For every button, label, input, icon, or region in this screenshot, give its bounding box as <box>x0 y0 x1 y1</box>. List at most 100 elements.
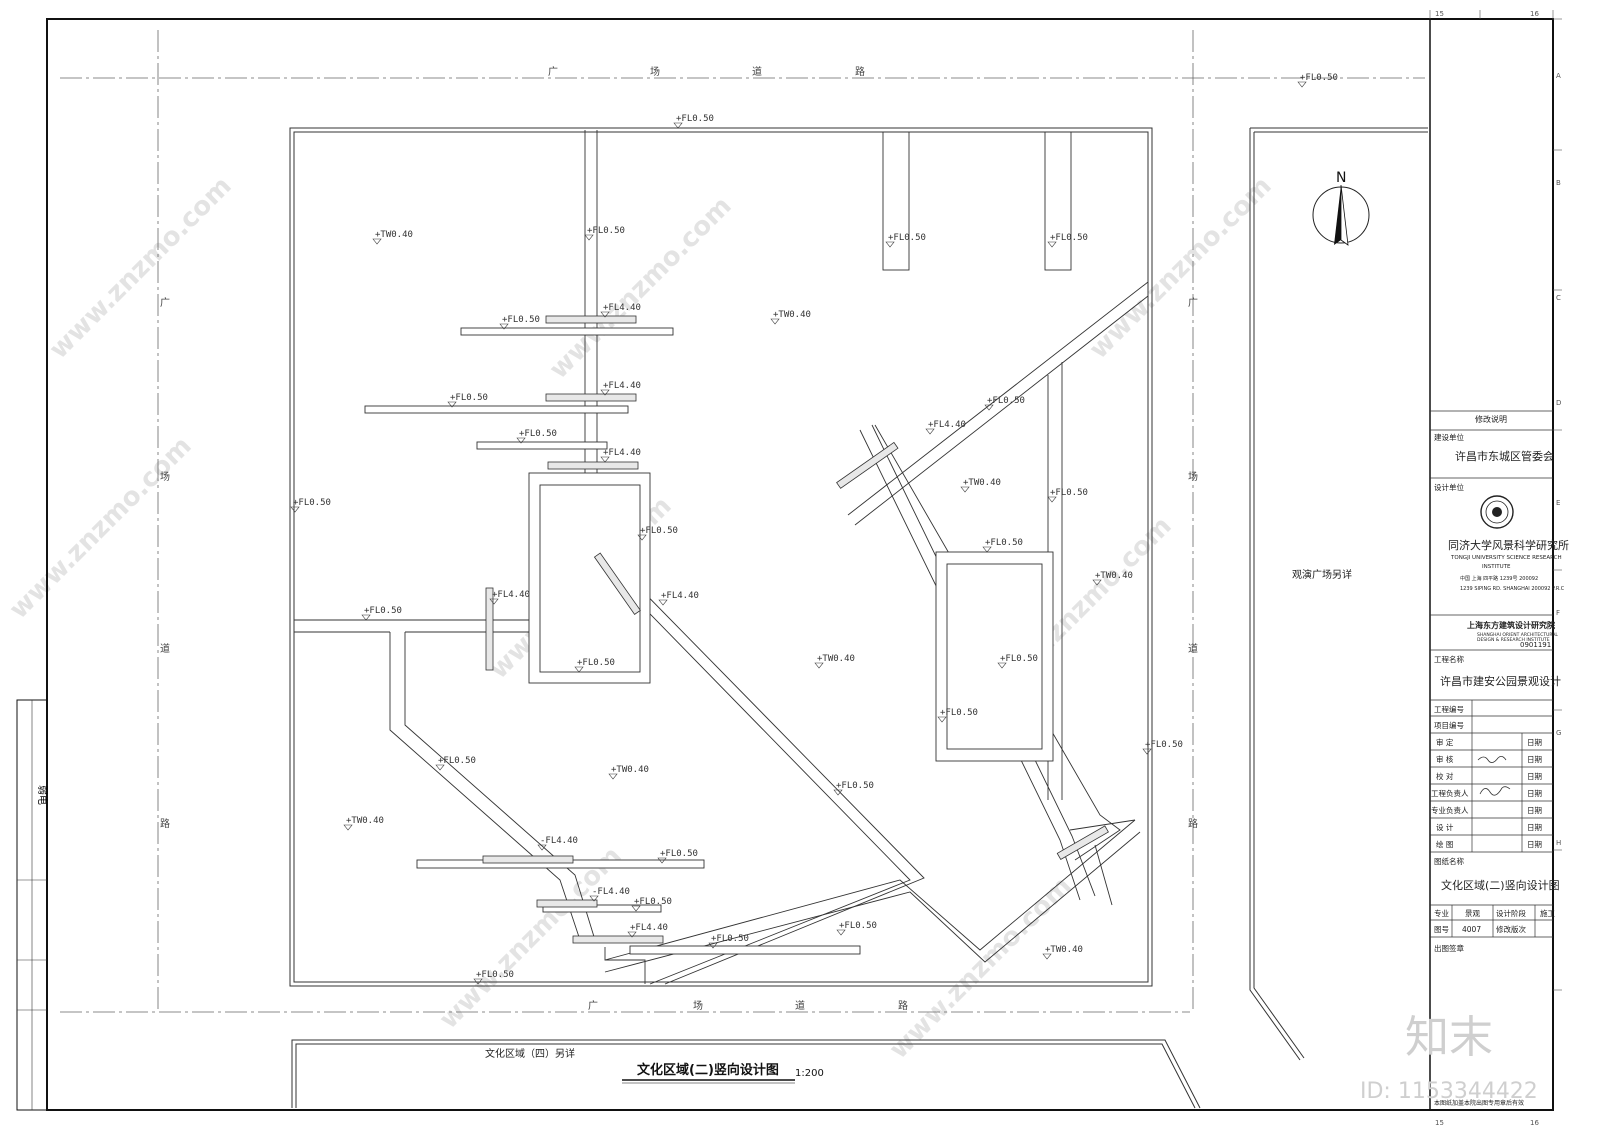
institute-en2: INSTITUTE <box>1482 564 1511 570</box>
watermark-id: ID: 1153344422 <box>1360 1079 1538 1104</box>
elevation-label: +FL4.40 <box>661 591 699 601</box>
item-no-label: 项目编号 <box>1434 720 1464 730</box>
signoff-label: 审 定 <box>1436 737 1454 747</box>
elevation-label: +TW0.40 <box>817 654 855 664</box>
sheet-label: 图号 <box>1434 925 1449 934</box>
date-label: 日期 <box>1527 755 1542 764</box>
watermark-site: www.znzmo.com <box>884 871 1078 1065</box>
watermark-site: www.znzmo.com <box>4 431 198 625</box>
sheet-frames <box>16 18 1554 1111</box>
road-label: 道 <box>795 999 805 1012</box>
elevation-marker <box>637 534 647 541</box>
elevation-label: +FL0.50 <box>293 498 331 508</box>
elevation-marker <box>1297 81 1307 88</box>
plaza-boundary <box>289 127 1153 987</box>
designer-label: 设计单位 <box>1434 482 1464 492</box>
grid-letter: H <box>1556 839 1561 847</box>
elevation-label: +FL0.50 <box>519 429 557 439</box>
drawing-title-block: 文化区域(二)竖向设计图 1:200 <box>622 1062 824 1084</box>
road-label: 场 <box>650 65 660 78</box>
discipline-label: 专业 <box>1434 908 1450 918</box>
elevation-marker <box>658 599 668 606</box>
date-label: 日期 <box>1527 823 1542 832</box>
elevation-label: +TW0.40 <box>773 310 811 320</box>
elevation-marker <box>473 978 483 985</box>
drawing-scale: 1:200 <box>795 1068 824 1079</box>
road-centerlines <box>60 30 1425 1013</box>
elevation-marker <box>608 773 618 780</box>
signoff-label: 设 计 <box>1436 822 1454 832</box>
elevation-label: +FL4.40 <box>492 590 530 600</box>
road-label: 道 <box>160 642 170 655</box>
grid-letter: B <box>1556 179 1561 187</box>
institute-name: 同济大学风景科学研究所 <box>1448 538 1569 552</box>
elevation-label: -FL4.40 <box>540 836 578 846</box>
elevation-label: +FL0.50 <box>836 781 874 791</box>
date-label: 日期 <box>1527 840 1542 849</box>
elevation-label: +FL0.50 <box>577 658 615 668</box>
road-label: 广 <box>160 297 170 309</box>
elevation-label: +TW0.40 <box>1045 945 1083 955</box>
grid-ticks <box>1429 10 1562 991</box>
elevation-label: +TW0.40 <box>963 478 1001 488</box>
drawing-title: 文化区域(二)竖向设计图 <box>637 1062 779 1078</box>
road-label: 道 <box>752 65 762 78</box>
elevation-marker <box>574 666 584 673</box>
discipline-value: 景观 <box>1465 909 1481 918</box>
elevation-marker <box>435 764 445 771</box>
elevation-label: +TW0.40 <box>611 765 649 775</box>
elevation-label: +FL4.40 <box>603 303 641 313</box>
signoff-label: 审 核 <box>1436 754 1454 764</box>
elevation-marker <box>343 824 353 831</box>
elevation-marker <box>960 486 970 493</box>
client-label: 建设单位 <box>1434 432 1464 442</box>
elevation-label: -FL4.40 <box>592 887 630 897</box>
title-block-frame <box>1429 18 1554 1111</box>
elevation-marker <box>627 931 637 938</box>
platforms <box>364 327 1054 955</box>
elevation-marker <box>631 905 641 912</box>
grid-number: 16 <box>1530 1119 1539 1127</box>
stair-pieces <box>482 315 1109 944</box>
institute-addr1: 中国 上海 四平路 1239号 200092 <box>1460 575 1538 582</box>
elevation-marker <box>657 857 667 864</box>
lower-area-outline <box>291 1039 1201 1109</box>
elevation-label: +FL0.50 <box>1145 740 1183 750</box>
sheet-value: 4007 <box>1462 925 1481 934</box>
elevation-marker <box>499 323 509 330</box>
elevation-marker <box>447 401 457 408</box>
institute-en1: TONGJI UNIVERSITY SCIENCE RESEARCH <box>1450 555 1562 561</box>
watermark-brand: 知末 <box>1405 1012 1493 1063</box>
elevation-label: +FL4.40 <box>603 381 641 391</box>
elevation-label: +TW0.40 <box>1095 571 1133 581</box>
north-arrow: N <box>1312 170 1370 246</box>
grid-letter: D <box>1556 399 1561 407</box>
elevation-label: +FL0.50 <box>640 526 678 536</box>
elevation-label: +TW0.40 <box>375 230 413 240</box>
elevation-label: +FL0.50 <box>985 538 1023 548</box>
elevation-label: +TW0.40 <box>346 816 384 826</box>
watermark-site: www.znzmo.com <box>544 191 738 385</box>
drawing-name: 文化区域(二)竖向设计图 <box>1441 878 1560 892</box>
signoff-label: 绘 图 <box>1436 839 1453 849</box>
elevation-marker <box>1047 241 1057 248</box>
elevation-marker <box>361 614 371 621</box>
road-label: 场 <box>693 999 703 1012</box>
road-label: 路 <box>160 817 170 830</box>
elevation-label: +FL0.50 <box>888 233 926 243</box>
elevation-marker <box>937 716 947 723</box>
title-block-lines <box>1430 410 1553 938</box>
elevation-marker <box>708 942 718 949</box>
grid-letter: A <box>1556 72 1561 80</box>
elevation-marker <box>982 546 992 553</box>
elevation-marker <box>589 895 599 902</box>
north-label: N <box>1336 170 1346 186</box>
elevation-label: +FL0.50 <box>587 226 625 236</box>
elevation-marker <box>836 929 846 936</box>
elevation-marker <box>600 389 610 396</box>
elevation-label: +FL0.50 <box>634 897 672 907</box>
elevation-marker <box>673 122 683 129</box>
partner-en2: DESIGN & RESEARCH INSTITUTE <box>1477 637 1550 643</box>
left-strip-label: 弱电 <box>36 785 49 805</box>
